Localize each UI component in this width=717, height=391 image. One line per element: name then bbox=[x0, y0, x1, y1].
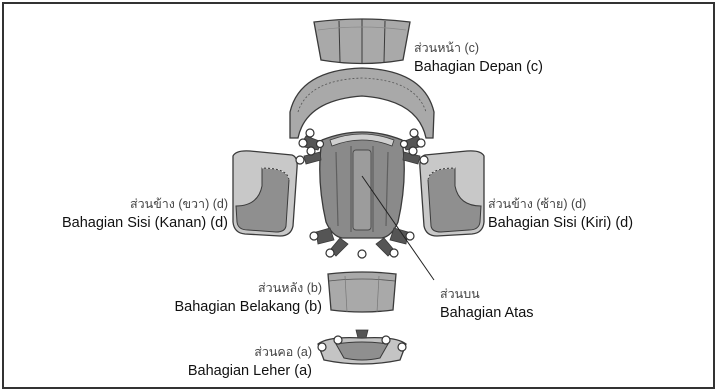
label-front-main: Bahagian Depan (c) bbox=[414, 59, 543, 75]
front-pad bbox=[314, 19, 410, 64]
side-pad-right bbox=[233, 151, 297, 236]
label-back-main: Bahagian Belakang (b) bbox=[174, 299, 322, 315]
label-back-thai: ส่วนหลัง (b) bbox=[258, 281, 322, 295]
back-pad bbox=[328, 272, 396, 312]
label-neck-main: Bahagian Leher (a) bbox=[188, 363, 312, 379]
label-front-thai: ส่วนหน้า (c) bbox=[414, 41, 479, 55]
label-left-main: Bahagian Sisi (Kiri) (d) bbox=[488, 215, 633, 231]
side-pad-left bbox=[420, 151, 484, 236]
label-top-thai: ส่วนบน bbox=[440, 287, 480, 301]
label-left-thai: ส่วนข้าง (ซ้าย) (d) bbox=[488, 197, 586, 211]
label-right-main: Bahagian Sisi (Kanan) (d) bbox=[62, 215, 228, 231]
label-top-main: Bahagian Atas bbox=[440, 305, 534, 321]
label-neck-thai: ส่วนคอ (a) bbox=[254, 345, 312, 359]
label-right-thai: ส่วนข้าง (ขวา) (d) bbox=[130, 197, 228, 211]
